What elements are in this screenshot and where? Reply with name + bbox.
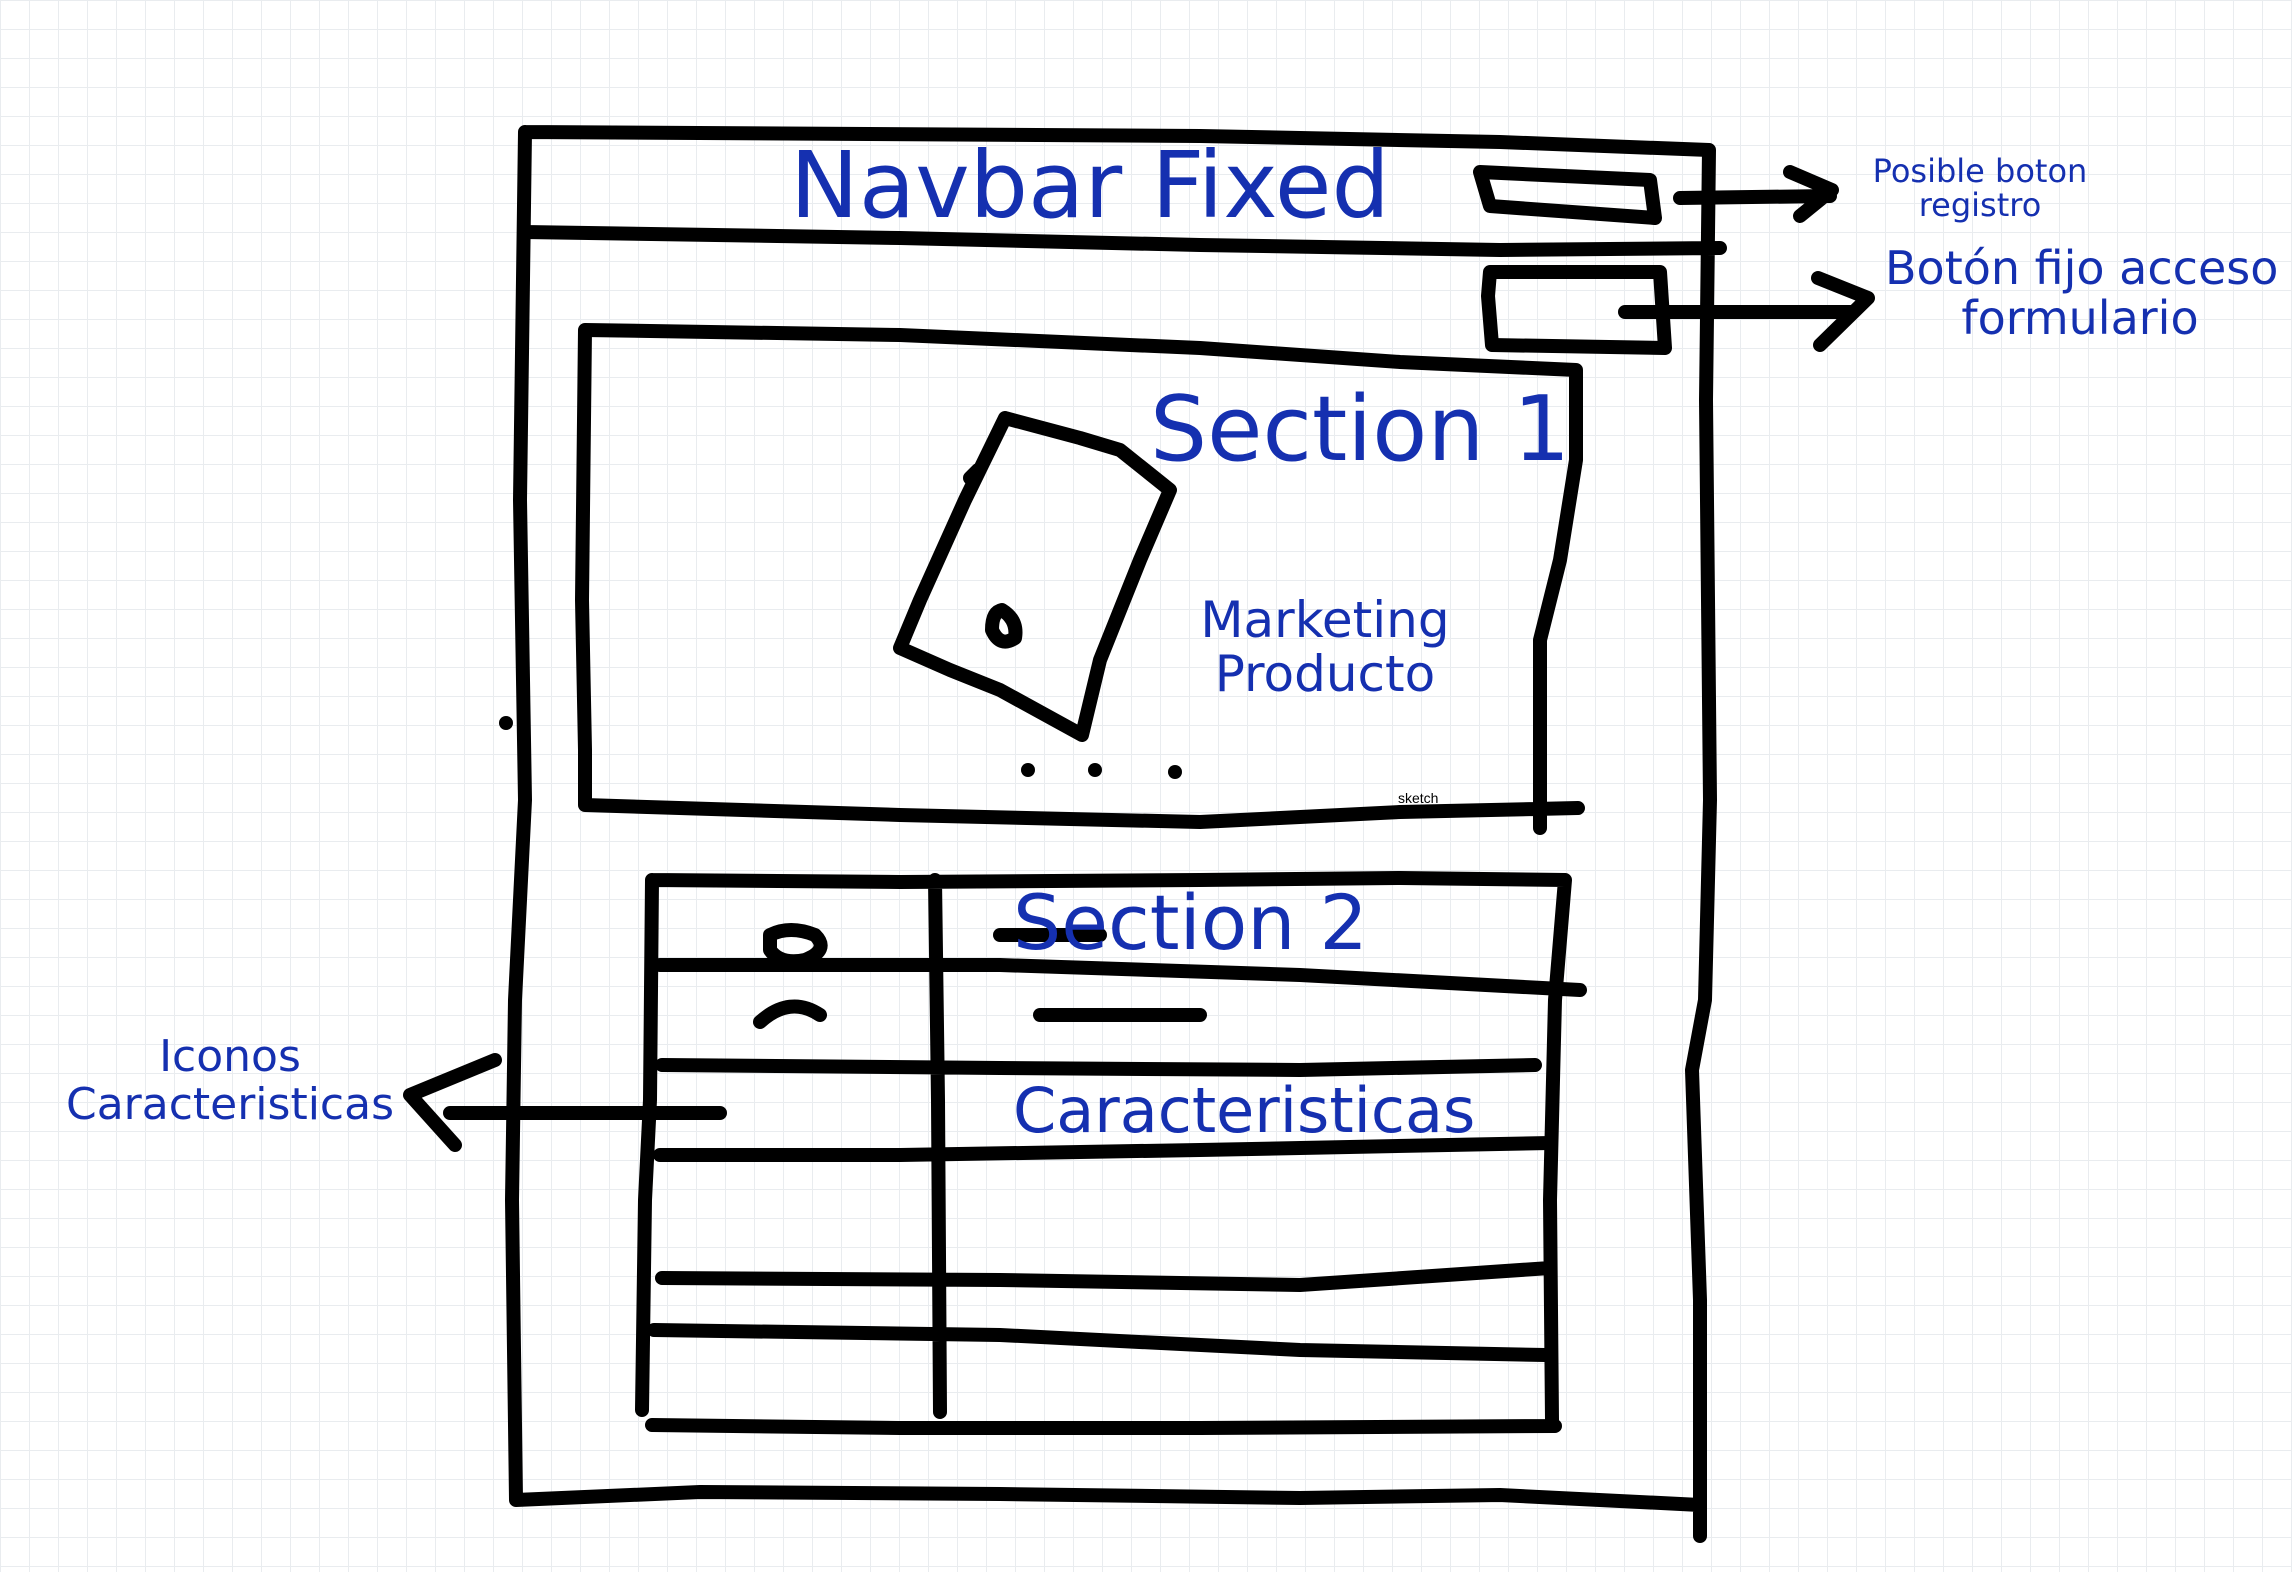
stray-dot — [499, 716, 513, 730]
carousel-dot-2 — [1088, 763, 1102, 777]
form-button-arrow — [1618, 271, 1875, 352]
person-icon — [753, 923, 828, 1029]
feature-icons-arrow — [403, 1053, 727, 1152]
carousel-dot-3 — [1168, 765, 1182, 779]
page-frame — [505, 125, 1727, 1543]
feature-icons-note-line-1: Iconos — [159, 1031, 301, 1082]
phone-camera-icon — [985, 603, 1023, 649]
phone-illustration — [893, 411, 1177, 742]
navbar-label: Navbar Fixed — [790, 132, 1390, 239]
section2-grid — [635, 871, 1587, 1435]
features-label: Caracteristicas — [1013, 1074, 1476, 1147]
register-button-shape — [1473, 165, 1662, 225]
register-note-line-2: registro — [1918, 186, 2042, 224]
section1-box — [575, 323, 1585, 835]
register-note: Posible boton registro — [1860, 155, 2100, 221]
section1-label: Section 1 — [1150, 377, 1571, 482]
feature-icons-note-line-2: Caracteristicas — [65, 1079, 395, 1130]
sketch-watermark: sketch — [1398, 790, 1439, 806]
form-button-note-line-2: formulario — [1961, 291, 2199, 345]
carousel-dot-1 — [1021, 763, 1035, 777]
feature-icons-note: Iconos Caracteristicas — [65, 1035, 395, 1127]
register-note-line-1: Posible boton — [1872, 152, 2088, 190]
register-arrow — [1673, 165, 1839, 223]
marketing-label: Marketing Producto — [1200, 595, 1450, 699]
marketing-label-line-1: Marketing — [1200, 591, 1450, 649]
form-button-note: Botón fijo acceso formulario — [1885, 241, 2279, 345]
marketing-label-line-2: Producto — [1214, 645, 1436, 703]
section2-label: Section 2 — [1013, 878, 1368, 967]
form-button-note-line-1: Botón fijo acceso — [1885, 241, 2279, 295]
form-button-shape — [1481, 265, 1672, 355]
